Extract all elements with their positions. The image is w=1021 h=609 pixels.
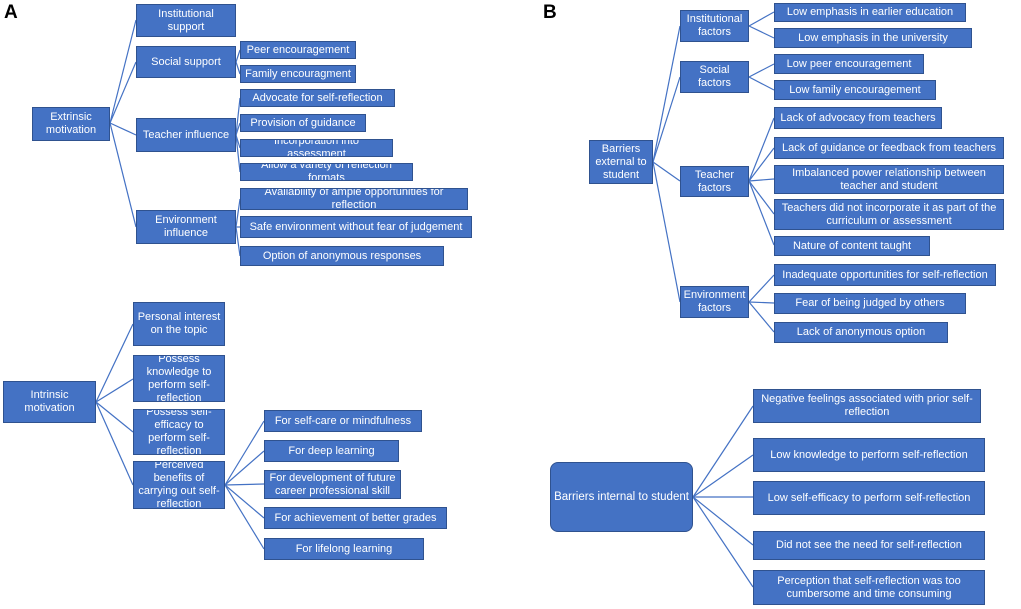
provision-guidance-node: Provision of guidance bbox=[240, 114, 366, 132]
possess-knowledge-node: Possess knowledge to perform self-reflec… bbox=[133, 355, 225, 402]
panel-b-label: B bbox=[543, 2, 557, 23]
social-support-node: Social support bbox=[136, 46, 236, 78]
perceived-benefits-node: Perceived benefits of carrying out self-… bbox=[133, 461, 225, 509]
low-emphasis-university-node: Low emphasis in the university bbox=[774, 28, 972, 48]
future-career-node: For development of future career profess… bbox=[264, 470, 401, 499]
low-self-efficacy-node: Low self-efficacy to perform self-reflec… bbox=[753, 481, 985, 515]
peer-encouragement-node: Peer encouragement bbox=[240, 41, 356, 59]
lifelong-learning-node: For lifelong learning bbox=[264, 538, 424, 560]
low-knowledge-node: Low knowledge to perform self-reflection bbox=[753, 438, 985, 472]
low-family-encouragement-node: Low family encouragement bbox=[774, 80, 936, 100]
teacher-influence-node: Teacher influence bbox=[136, 118, 236, 152]
variety-reflection-formats-node: Allow a variety of reflection formats bbox=[240, 163, 413, 181]
teachers-not-incorporate-node: Teachers did not incorporate it as part … bbox=[774, 199, 1004, 230]
deep-learning-node: For deep learning bbox=[264, 440, 399, 462]
lack-guidance-node: Lack of guidance or feedback from teache… bbox=[774, 137, 1004, 159]
environment-factors-node: Environment factors bbox=[680, 286, 749, 318]
inadequate-opportunities-node: Inadequate opportunities for self-reflec… bbox=[774, 264, 996, 286]
ample-opportunities-node: Availability of ample opportunities for … bbox=[240, 188, 468, 210]
panel-a-label: A bbox=[4, 2, 18, 23]
institutional-support-node: Institutional support bbox=[136, 4, 236, 37]
institutional-factors-node: Institutional factors bbox=[680, 10, 749, 42]
advocate-self-reflection-node: Advocate for self-reflection bbox=[240, 89, 395, 107]
better-grades-node: For achievement of better grades bbox=[264, 507, 447, 529]
too-cumbersome-node: Perception that self-reflection was too … bbox=[753, 570, 985, 605]
barriers-external-node: Barriers external to student bbox=[589, 140, 653, 184]
personal-interest-node: Personal interest on the topic bbox=[133, 302, 225, 346]
environment-influence-node: Environment influence bbox=[136, 210, 236, 244]
fear-judged-node: Fear of being judged by others bbox=[774, 293, 966, 314]
safe-environment-node: Safe environment without fear of judgeme… bbox=[240, 216, 472, 238]
imbalanced-power-node: Imbalanced power relationship between te… bbox=[774, 165, 1004, 194]
low-emphasis-earlier-node: Low emphasis in earlier education bbox=[774, 3, 966, 22]
possess-self-efficacy-node: Possess self-efficacy to perform self-re… bbox=[133, 409, 225, 455]
extrinsic-motivation-node: Extrinsic motivation bbox=[32, 107, 110, 141]
lack-advocacy-node: Lack of advocacy from teachers bbox=[774, 107, 942, 129]
social-factors-node: Social factors bbox=[680, 61, 749, 93]
nature-content-node: Nature of content taught bbox=[774, 236, 930, 256]
incorporation-assessment-node: Incorporation into assessment bbox=[240, 139, 393, 157]
intrinsic-motivation-node: Intrinsic motivation bbox=[3, 381, 96, 423]
anonymous-responses-node: Option of anonymous responses bbox=[240, 246, 444, 266]
negative-feelings-node: Negative feelings associated with prior … bbox=[753, 389, 981, 423]
did-not-see-need-node: Did not see the need for self-reflection bbox=[753, 531, 985, 560]
low-peer-encouragement-node: Low peer encouragement bbox=[774, 54, 924, 74]
family-encouragement-node: Family encouragment bbox=[240, 65, 356, 83]
self-care-node: For self-care or mindfulness bbox=[264, 410, 422, 432]
teacher-factors-node: Teacher factors bbox=[680, 166, 749, 197]
lack-anonymous-node: Lack of anonymous option bbox=[774, 322, 948, 343]
barriers-internal-node: Barriers internal to student bbox=[550, 462, 693, 532]
